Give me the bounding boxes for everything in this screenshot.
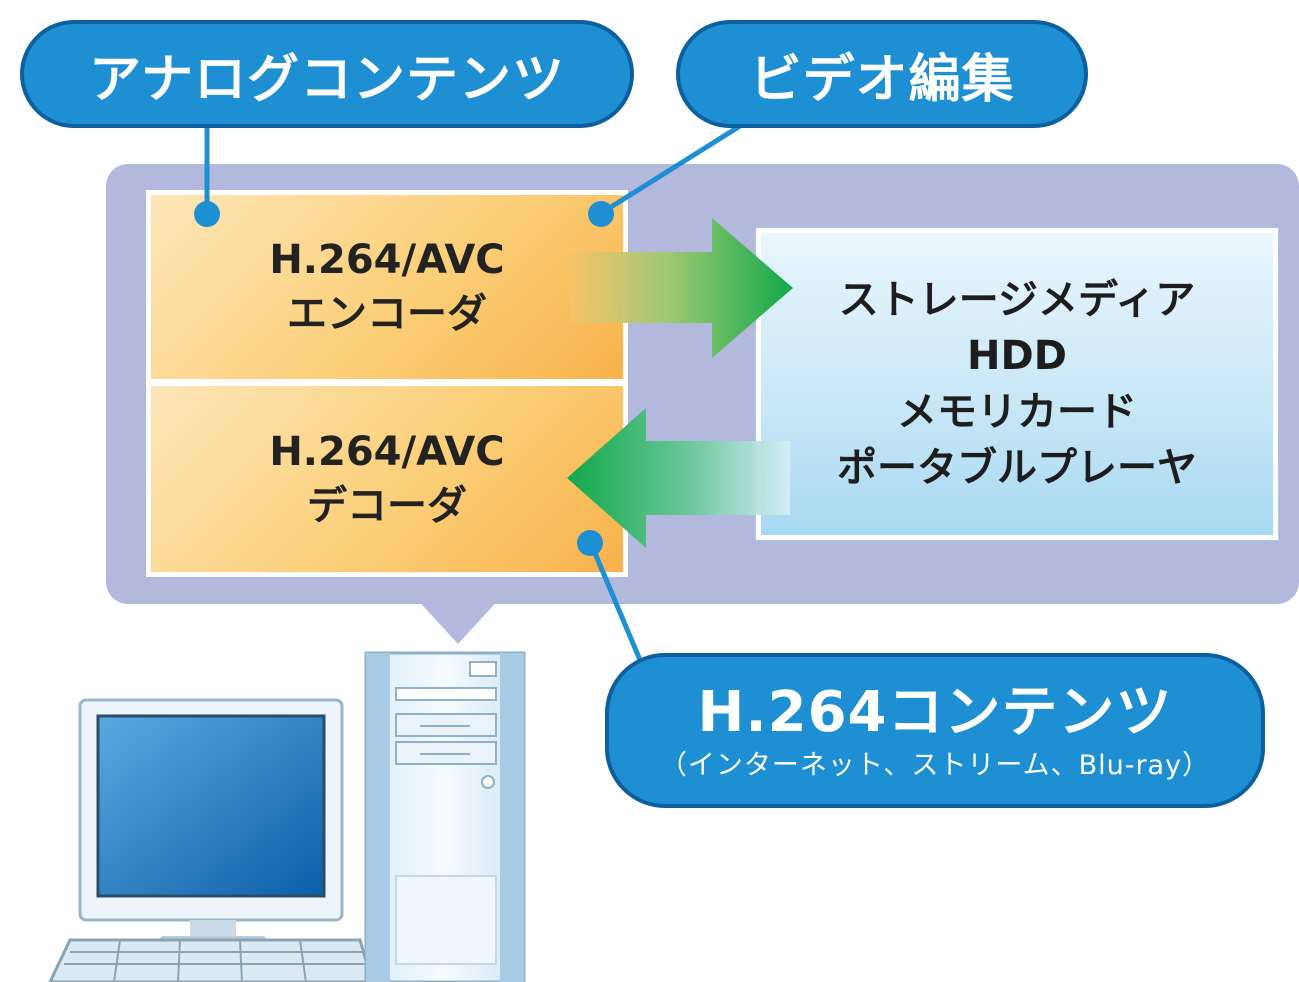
storage-line: ポータブルプレーヤ bbox=[837, 445, 1197, 491]
decoder-box: H.264/AVC デコーダ bbox=[146, 381, 628, 577]
analog-content-bubble: アナログコンテンツ bbox=[20, 20, 634, 128]
h264-content-bubble: H.264コンテンツ （インターネット、ストリーム、Blu-ray） bbox=[605, 653, 1265, 808]
panel-pointer bbox=[414, 596, 502, 644]
h264-content-title: H.264コンテンツ bbox=[697, 679, 1173, 745]
video-edit-label: ビデオ編集 bbox=[749, 49, 1015, 110]
tower-case-icon bbox=[364, 651, 526, 982]
storage-line: HDD bbox=[967, 333, 1067, 379]
storage-box: ストレージメディア HDD メモリカード ポータブルプレーヤ bbox=[756, 228, 1278, 540]
monitor-icon bbox=[78, 698, 344, 946]
encoder-line1: H.264/AVC bbox=[269, 237, 505, 283]
decoder-line2: デコーダ bbox=[307, 483, 467, 529]
h264-content-sources: （インターネット、ストリーム、Blu-ray） bbox=[659, 749, 1211, 781]
storage-line: ストレージメディア bbox=[838, 277, 1196, 323]
video-edit-bubble: ビデオ編集 bbox=[676, 20, 1088, 128]
storage-line: メモリカード bbox=[897, 389, 1137, 435]
analog-content-label: アナログコンテンツ bbox=[89, 49, 565, 110]
connector-dot bbox=[194, 201, 220, 227]
connector-dot bbox=[577, 530, 603, 556]
encoder-box: H.264/AVC エンコーダ bbox=[146, 190, 628, 384]
decoder-line1: H.264/AVC bbox=[269, 429, 505, 475]
arrow-right-icon bbox=[570, 218, 793, 358]
arrow-left-icon bbox=[567, 408, 790, 548]
desktop-pc-icon bbox=[48, 651, 526, 982]
connector-dot bbox=[588, 201, 614, 227]
encoder-line2: エンコーダ bbox=[287, 291, 487, 337]
keyboard-icon bbox=[48, 938, 374, 982]
